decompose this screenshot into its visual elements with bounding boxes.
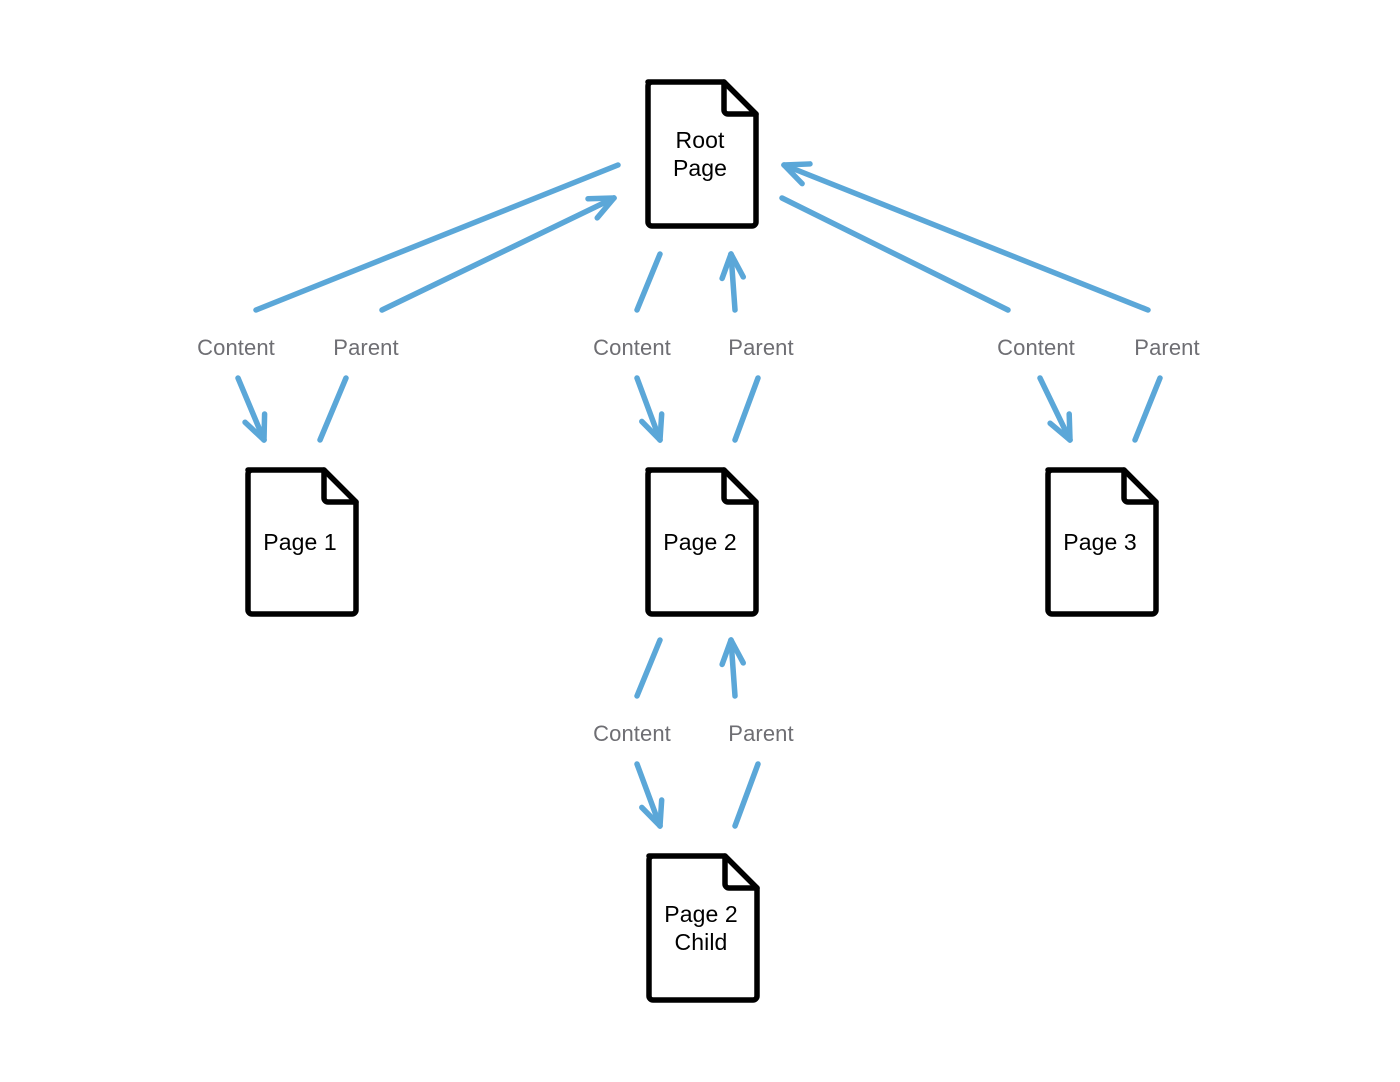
- edge-e5-arrowhead: [1047, 411, 1073, 443]
- edge-label-l1: Content: [197, 335, 275, 360]
- node-root[interactable]: Root Page: [640, 78, 760, 230]
- edge-e5-segment-0: [779, 195, 1011, 313]
- edge-e4-segment-1: [728, 251, 738, 313]
- edge-label-l4: Parent: [728, 335, 794, 360]
- edge-e4-segment-0: [732, 375, 761, 443]
- node-page1[interactable]: Page 1: [240, 466, 360, 618]
- edge-e6-arrowhead: [781, 161, 813, 187]
- document-icon: [646, 853, 760, 1003]
- edge-e5-segment-1: [1037, 375, 1073, 443]
- edge-label-l2: Parent: [333, 335, 399, 360]
- edge-label-l3: Content: [593, 335, 671, 360]
- edge-e3-segment-1: [634, 375, 663, 443]
- node-page2[interactable]: Page 2: [640, 466, 760, 618]
- edge-e8-segment-1: [728, 637, 738, 699]
- edge-e2-arrowhead: [585, 195, 617, 221]
- edge-label-l5: Content: [997, 335, 1075, 360]
- document-icon: [645, 79, 759, 229]
- edge-e1-arrowhead: [242, 411, 268, 443]
- edge-e6-segment-1: [781, 162, 1151, 313]
- document-icon: [645, 467, 759, 617]
- edge-label-l6: Parent: [1134, 335, 1200, 360]
- edge-e6-segment-0: [1132, 375, 1163, 443]
- edge-e2-segment-0: [317, 375, 349, 443]
- edge-e1-segment-0: [253, 162, 621, 313]
- document-icon: [245, 467, 359, 617]
- edge-e1-segment-1: [235, 375, 267, 443]
- edge-e7-segment-0: [634, 637, 663, 699]
- edge-e3-segment-0: [634, 251, 663, 313]
- node-page3[interactable]: Page 3: [1040, 466, 1160, 618]
- edge-e3-arrowhead: [639, 411, 665, 443]
- edge-e8-segment-0: [732, 761, 761, 829]
- edge-e4-arrowhead: [719, 251, 747, 282]
- edge-e7-arrowhead: [639, 797, 665, 829]
- node-page2-child[interactable]: Page 2 Child: [641, 852, 761, 1004]
- edge-e7-segment-1: [634, 761, 663, 829]
- edge-e8-arrowhead: [719, 637, 747, 668]
- edge-e2-segment-1: [379, 195, 617, 313]
- document-icon: [1045, 467, 1159, 617]
- edge-label-l7: Content: [593, 721, 671, 746]
- edge-label-l8: Parent: [728, 721, 794, 746]
